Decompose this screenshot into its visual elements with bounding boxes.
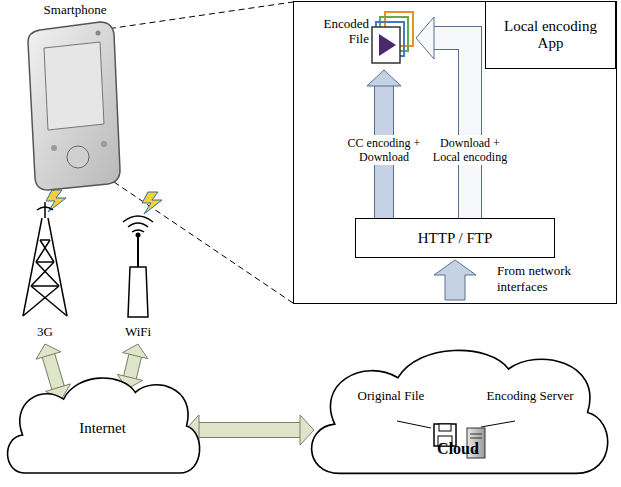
wifi-router: WiFi — [108, 205, 168, 340]
zoom-line — [100, 2, 293, 30]
node-text: Cloud — [300, 440, 616, 458]
phone-illustration — [20, 20, 130, 195]
node-text: Internet — [0, 420, 205, 437]
node-text: WiFi — [108, 324, 168, 340]
process-box: HTTP / FTP — [355, 218, 555, 258]
encoded-file: Encoded File — [322, 6, 416, 70]
node-text: 3G — [15, 324, 75, 340]
annotation-label: From network interfaces — [497, 263, 609, 295]
block-arrow — [185, 415, 314, 445]
process-box: Local encoding App — [485, 1, 616, 69]
node-text: HTTP / FTP — [418, 230, 492, 247]
smartphone: Smartphone — [20, 0, 130, 195]
node-text: Smartphone — [20, 2, 130, 18]
block-arrow — [36, 344, 71, 399]
tower-illustration — [15, 200, 75, 320]
zoom-panel — [294, 2, 617, 304]
router-illustration — [108, 205, 168, 320]
node-text: Local encoding App — [492, 18, 609, 52]
server-item: Encoding Server — [465, 388, 605, 463]
node-text: Original File — [355, 388, 427, 403]
node-text: Encoded File — [322, 16, 369, 46]
node-text: Encoding Server — [485, 388, 575, 403]
media-file-icon — [371, 10, 415, 68]
block-arrow — [416, 17, 470, 218]
edge-label: CC encoding + Download — [342, 135, 426, 165]
signal-bolt — [46, 190, 162, 214]
internet-cloud: Internet — [0, 370, 205, 482]
cloud-outline — [300, 340, 616, 485]
cell-tower: 3G — [15, 200, 75, 340]
edge-label: Download + Local encoding — [428, 135, 512, 165]
cloud-region: Cloud Original File Encoding Server — [300, 340, 616, 485]
network-arrow — [434, 260, 476, 300]
